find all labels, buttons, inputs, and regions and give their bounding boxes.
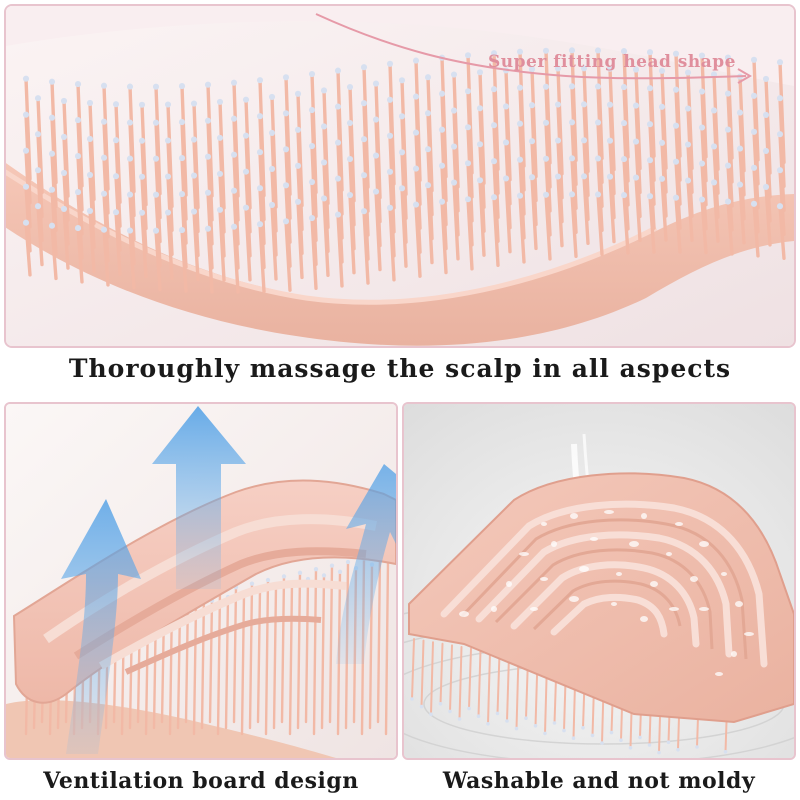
ventilation-photo-panel bbox=[4, 402, 398, 760]
scalp-massage-caption: Thoroughly massage the scalp in all aspe… bbox=[68, 354, 732, 383]
washable-caption: Washable and not moldy bbox=[442, 768, 756, 794]
scalp-massage-photo-panel: Super fitting head shape bbox=[4, 4, 796, 348]
washable-photo-panel bbox=[402, 402, 796, 760]
ventilation-caption: Ventilation board design bbox=[43, 768, 359, 794]
wet-brush-image bbox=[404, 404, 794, 758]
brush-bristles-closeup-image bbox=[6, 6, 794, 346]
head-shape-annotation: Super fitting head shape bbox=[488, 52, 736, 72]
vented-brush-image bbox=[6, 404, 396, 758]
